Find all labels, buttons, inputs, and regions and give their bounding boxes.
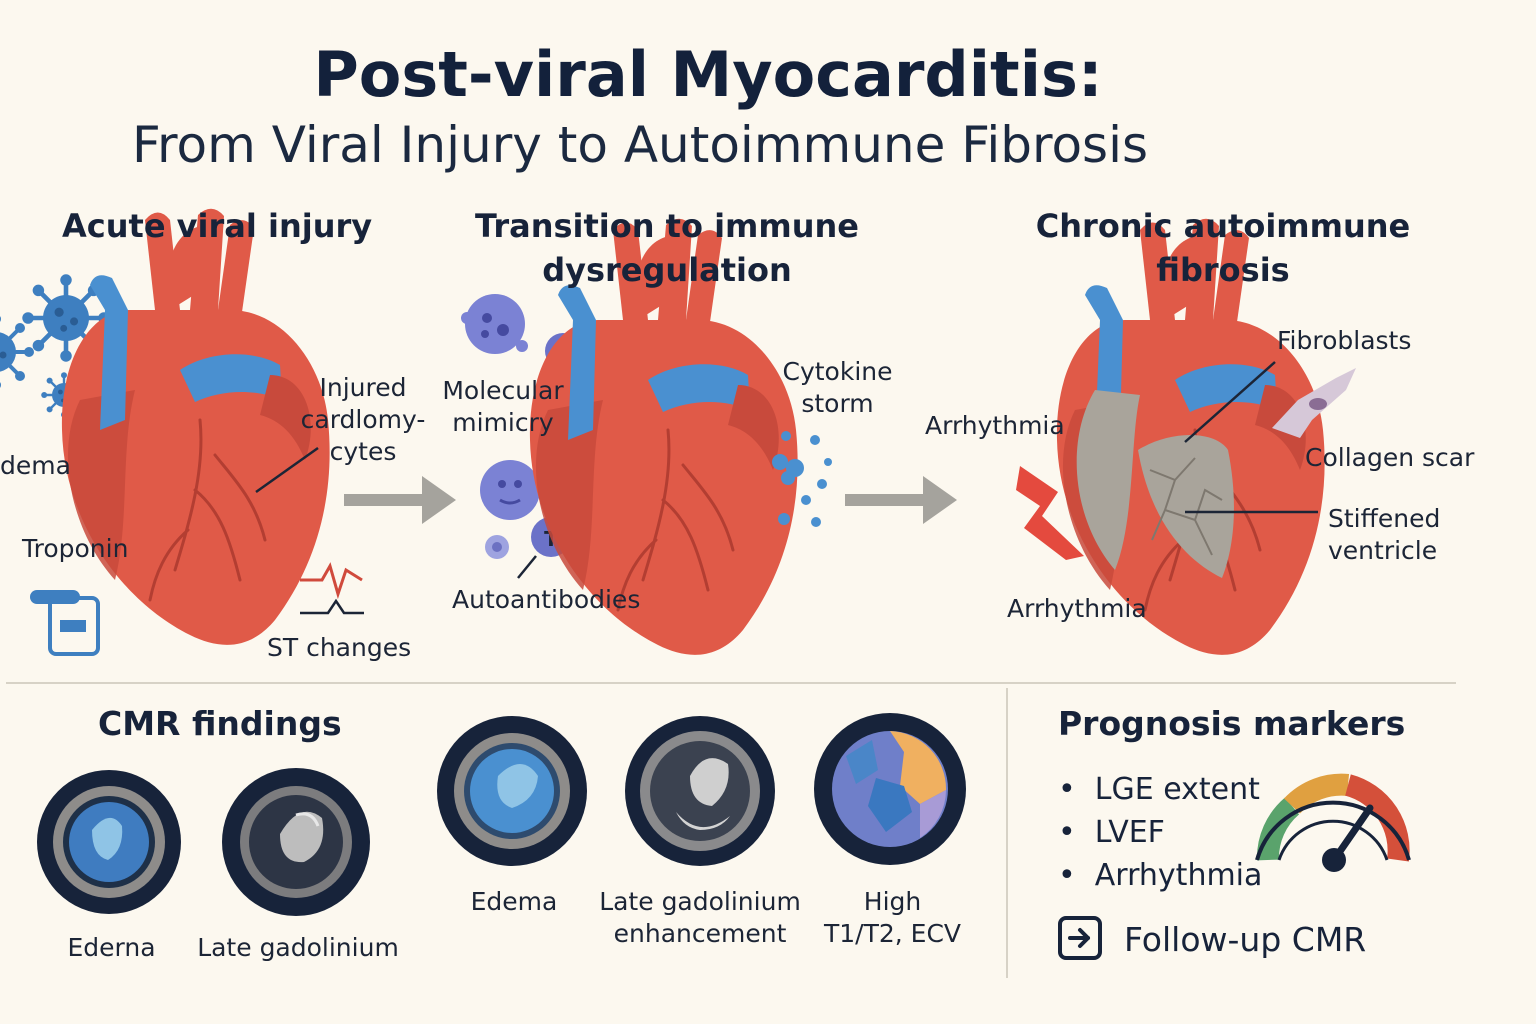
cmr-disc-edema-2 <box>437 716 587 866</box>
troponin-label: Troponin <box>22 534 129 563</box>
acute-heart-illustration <box>60 207 332 647</box>
immune-cell-icon <box>480 460 540 520</box>
list-item: • LGE extent <box>1058 772 1260 807</box>
cmr-label-edema-2: Edema <box>470 887 558 916</box>
fibroblast-pointer-line <box>1184 361 1276 443</box>
fibroblasts-label: Fibroblasts <box>1277 326 1412 355</box>
cmr-label-mapping: High T1/T2, ECV <box>823 887 962 948</box>
cmr-disc-edema-1 <box>37 770 181 914</box>
st-changes-label: ST changes <box>267 633 412 662</box>
cmr-disc-mapping <box>814 713 966 865</box>
chronic-heading: Chronic autoimmune fibrosis <box>1035 207 1411 289</box>
autoantibody-pointer-line <box>517 555 537 579</box>
prognosis-marker-list: • LGE extent • LVEF • Arrhythmia <box>1058 768 1262 897</box>
autoantibodies-label: Autoantibodies <box>452 585 641 614</box>
prognosis-heading: Prognosis markers <box>1058 704 1406 743</box>
injured-cardiomyocytes-label: Injured cardlomy- cytes <box>300 373 426 466</box>
immune-cells-cluster <box>461 294 540 559</box>
molecular-mimicry-label: Molecular mimicry <box>442 376 564 437</box>
chronic-heart-illustration <box>1055 217 1327 657</box>
page-subtitle: From Viral Injury to Autoimmune Fibrosis <box>131 116 1149 174</box>
cmr-findings-heading: CMR findings <box>98 704 342 743</box>
collagen-scar-label: Collagen scar <box>1305 443 1475 472</box>
cmr-label-edema-1: Ederna <box>67 933 156 962</box>
list-item: • Arrhythmia <box>1058 858 1263 893</box>
virus-icon <box>0 312 36 392</box>
arrhythmia-label-top: Arrhythmia <box>925 411 1065 440</box>
page-title: Post-viral Myocarditis: <box>313 38 1103 111</box>
cmr-label-lge-1: Late gadolinium <box>197 933 399 962</box>
fibroblast-cell-icon <box>1272 368 1356 438</box>
lightning-bolt-icon <box>1016 466 1084 560</box>
immune-cell-icon <box>465 294 525 354</box>
acute-heading: Acute viral injury <box>62 207 373 245</box>
stiffened-ventricle-label: Stiffened ventricle <box>1328 504 1441 565</box>
edema-label: dema <box>0 451 71 480</box>
transition-heading: Transition to immune dysregulation <box>475 207 859 289</box>
ecg-icon <box>300 562 364 615</box>
cytokine-storm-label: Cytokine storm <box>782 357 893 418</box>
arrow-right-box-icon <box>1058 916 1102 960</box>
prognosis-gauge-icon <box>1255 773 1411 872</box>
cmr-disc-lge-1 <box>222 768 370 916</box>
cmr-label-lge-2: Late gadolinium enhancement <box>599 887 801 948</box>
progression-arrow-1 <box>344 476 456 524</box>
follow-up-cmr-label: Follow-up CMR <box>1124 920 1367 959</box>
arrhythmia-label-bottom: Arrhythmia <box>1007 594 1147 623</box>
cmr-disc-lge-2 <box>625 716 775 866</box>
progression-arrow-2 <box>845 476 957 524</box>
cytokine-particles <box>772 431 832 527</box>
list-item: • LVEF <box>1058 815 1165 850</box>
injured-pointer-line <box>255 446 319 494</box>
troponin-vial-icon <box>30 590 100 656</box>
follow-up-cmr-item: Follow-up CMR <box>1058 912 1378 968</box>
